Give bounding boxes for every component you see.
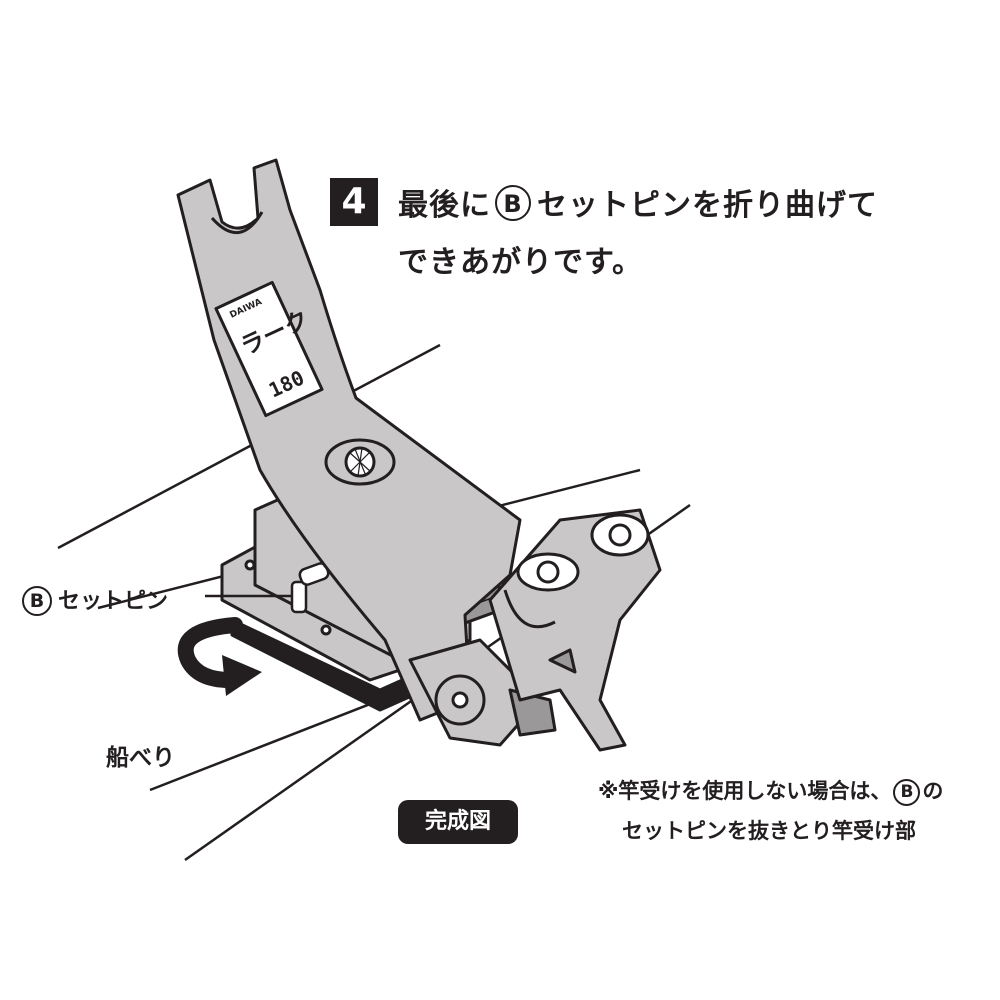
callout-circled-letter: B — [22, 586, 52, 616]
note-text-before: ※竿受けを使用しない場合は、 — [598, 779, 892, 803]
completed-figure-badge: 完成図 — [398, 800, 518, 844]
step-number-badge: 4 — [330, 178, 378, 226]
note-circled-letter: B — [893, 779, 921, 806]
rod-holder-arm — [176, 158, 522, 722]
step-text-before: 最後に — [398, 188, 491, 223]
step-text-after: セットピンを折り曲げて — [537, 188, 878, 223]
callout-label: セットピン — [58, 589, 169, 614]
step-instruction-line2: できあがりです。 — [398, 245, 643, 280]
note-line2: セットピンを抜きとり竿受け部 — [622, 819, 916, 843]
rod-grip-head — [488, 508, 662, 752]
circled-letter-b: B — [495, 185, 531, 221]
rotate-arrow-icon — [177, 617, 262, 696]
boat-edge-label: 船べり — [106, 745, 175, 771]
note-text-after: の — [922, 779, 944, 803]
pivot-joint — [408, 638, 557, 747]
